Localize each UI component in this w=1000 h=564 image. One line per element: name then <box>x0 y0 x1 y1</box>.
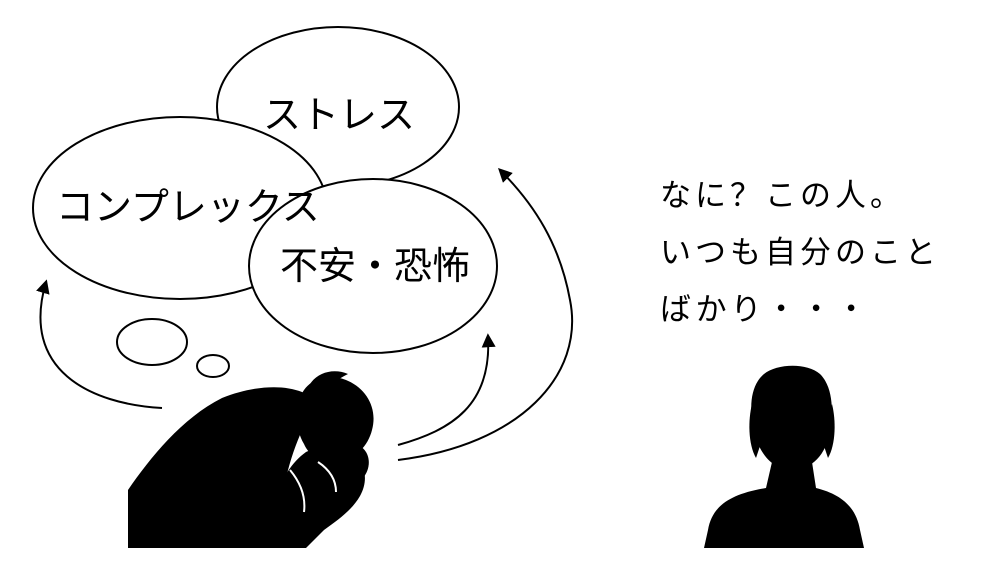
small-thought-bubble <box>116 318 188 366</box>
thought-bubbles <box>32 26 498 378</box>
speech-line-3: ばかり・・・ <box>660 292 871 328</box>
arrows <box>36 168 574 461</box>
anxiety-bubble <box>248 178 498 354</box>
arrow-to-complex <box>36 279 163 409</box>
arrow-to-stress <box>397 168 574 461</box>
silhouette-highlights <box>289 461 337 513</box>
observer-silhouette <box>704 365 864 548</box>
stress-label: ストレス <box>263 93 415 137</box>
speech-line-1: なに？この人。 <box>660 178 905 214</box>
speech-text: なに？この人。 いつも自分のこと ばかり・・・ <box>660 168 990 339</box>
complex-label: コンプレックス <box>56 185 320 229</box>
arrow-to-anxiety <box>397 333 496 446</box>
tiny-thought-bubble <box>196 354 230 378</box>
distressed-person-silhouette <box>128 371 374 548</box>
speech-line-2: いつも自分のこと <box>660 235 940 271</box>
anxiety-label: 不安・恐怖 <box>280 244 470 288</box>
